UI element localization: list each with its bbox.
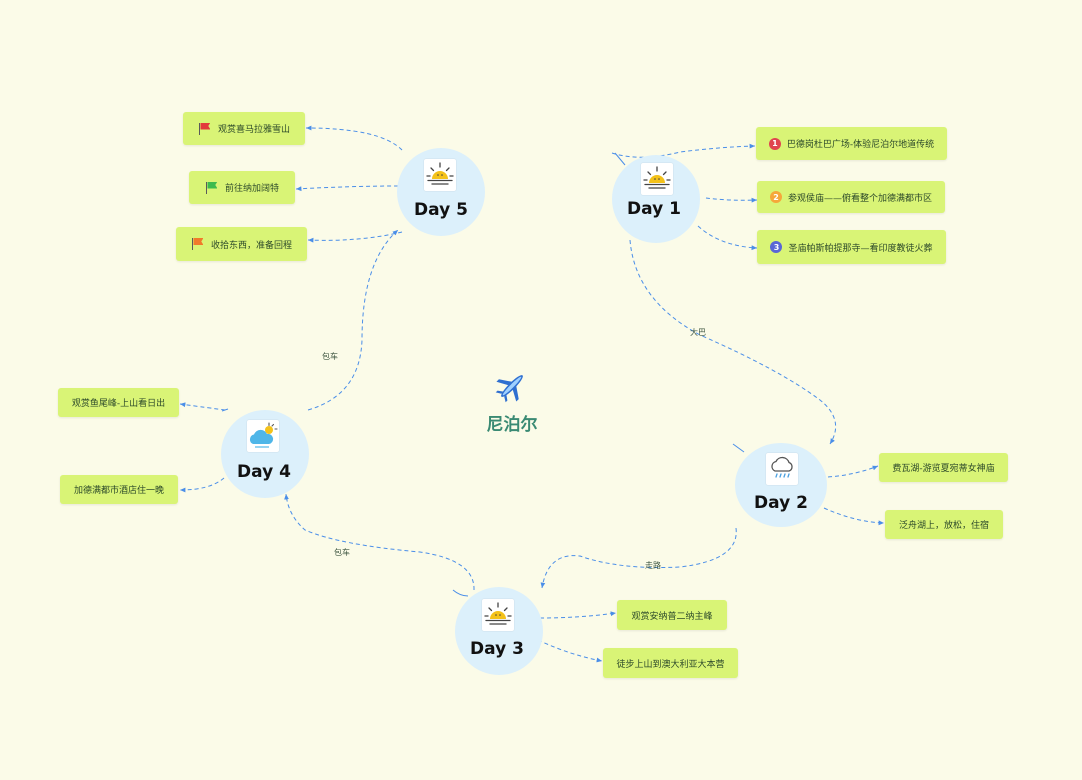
day4-topic[interactable]: Day 4 bbox=[221, 410, 309, 498]
green-flag-icon bbox=[205, 181, 219, 194]
day4-task-1[interactable]: 观赏鱼尾峰-上山看日出 bbox=[58, 388, 179, 417]
transition-label-day2-day3: 走路 bbox=[645, 561, 661, 570]
link-day1-task1 bbox=[611, 143, 756, 158]
rain-cloud-icon bbox=[766, 453, 798, 485]
priority-2-icon: 2 bbox=[769, 191, 782, 203]
link-day1-task2 bbox=[705, 197, 758, 203]
day5-task-3[interactable]: 收拾东西，准备回程 bbox=[176, 227, 307, 261]
task-text: 加德满都市酒店住一晚 bbox=[73, 486, 164, 496]
day2-task-1[interactable]: 费瓦湖-游览夏宛蒂女神庙 bbox=[879, 453, 1008, 482]
day1-title: Day 1 bbox=[627, 199, 681, 219]
day1-task-2[interactable]: 2 参观侯庙——俯看整个加德满都市区 bbox=[757, 181, 945, 213]
link-day1-day2 bbox=[629, 239, 837, 445]
sunrise-icon bbox=[641, 163, 673, 195]
link-day4-day5 bbox=[307, 229, 399, 411]
link-day1-task3 bbox=[697, 225, 758, 251]
link-day3-task1 bbox=[539, 611, 617, 619]
day4-task-2[interactable]: 加德满都市酒店住一晚 bbox=[60, 475, 178, 504]
transition-label-day4-day5: 包车 bbox=[322, 352, 338, 361]
orange-flag-icon bbox=[191, 238, 205, 250]
task-text: 圣庙帕斯帕提那寺—看印度教徒火葬 bbox=[788, 243, 933, 254]
priority-3-icon: 3 bbox=[770, 241, 783, 253]
link-day2-task1 bbox=[827, 465, 879, 478]
sunrise-icon bbox=[482, 599, 514, 631]
day1-topic[interactable]: Day 1 bbox=[612, 155, 700, 243]
task-text: 收拾东西，准备回程 bbox=[210, 240, 292, 251]
task-text: 观赏安纳普二纳主峰 bbox=[631, 611, 713, 622]
day1-task-1[interactable]: 1 巴德岗杜巴广场-体验尼泊尔地道传统 bbox=[756, 127, 947, 160]
day3-task-2[interactable]: 徒步上山到澳大利亚大本营 bbox=[603, 648, 738, 678]
day5-task-1[interactable]: 观赏喜马拉雅雪山 bbox=[183, 112, 305, 145]
link-day4-task1 bbox=[179, 402, 226, 411]
link-day3-day4 bbox=[284, 493, 475, 591]
center-topic-title[interactable]: 尼泊尔 bbox=[486, 415, 538, 435]
red-flag-icon bbox=[198, 122, 212, 135]
task-text: 费瓦湖-游览夏宛蒂女神庙 bbox=[892, 464, 995, 474]
task-text: 巴德岗杜巴广场-体验尼泊尔地道传统 bbox=[786, 140, 935, 150]
sunrise-icon bbox=[424, 159, 456, 191]
transition-label-day3-day4: 包车 bbox=[334, 548, 350, 557]
partly-cloudy-icon bbox=[247, 420, 279, 452]
day4-title: Day 4 bbox=[237, 462, 291, 482]
day3-task-1[interactable]: 观赏安纳普二纳主峰 bbox=[617, 600, 727, 630]
task-text: 前往纳加阔特 bbox=[224, 184, 279, 194]
airplane-icon bbox=[494, 368, 530, 404]
link-day5-task3 bbox=[307, 231, 403, 243]
task-text: 泛舟湖上，放松，住宿 bbox=[898, 521, 989, 531]
task-text: 观赏喜马拉雅雪山 bbox=[217, 125, 290, 135]
priority-1-icon: 1 bbox=[768, 137, 781, 150]
link-day5-task2 bbox=[295, 185, 399, 192]
day5-task-2[interactable]: 前往纳加阔特 bbox=[189, 171, 295, 204]
link-day4-task2 bbox=[179, 477, 225, 493]
day2-title: Day 2 bbox=[754, 493, 808, 513]
link-day2-day3 bbox=[540, 527, 737, 589]
day5-topic[interactable]: Day 5 bbox=[397, 148, 485, 236]
task-text: 观赏鱼尾峰-上山看日出 bbox=[71, 399, 166, 409]
day1-task-3[interactable]: 3 圣庙帕斯帕提那寺—看印度教徒火葬 bbox=[757, 230, 946, 264]
link-day5-task1 bbox=[305, 125, 403, 151]
day2-topic[interactable]: Day 2 bbox=[735, 443, 827, 527]
transition-label-day1-day2: 大巴 bbox=[690, 328, 706, 337]
task-text: 徒步上山到澳大利亚大本营 bbox=[616, 659, 725, 670]
link-day2-task2 bbox=[823, 507, 885, 526]
day2-task-2[interactable]: 泛舟湖上，放松，住宿 bbox=[885, 510, 1003, 539]
day3-title: Day 3 bbox=[470, 639, 524, 659]
link-day3-task2 bbox=[537, 639, 603, 663]
day5-title: Day 5 bbox=[414, 200, 468, 220]
day3-topic[interactable]: Day 3 bbox=[455, 587, 543, 675]
task-text: 参观侯庙——俯看整个加德满都市区 bbox=[787, 193, 932, 204]
